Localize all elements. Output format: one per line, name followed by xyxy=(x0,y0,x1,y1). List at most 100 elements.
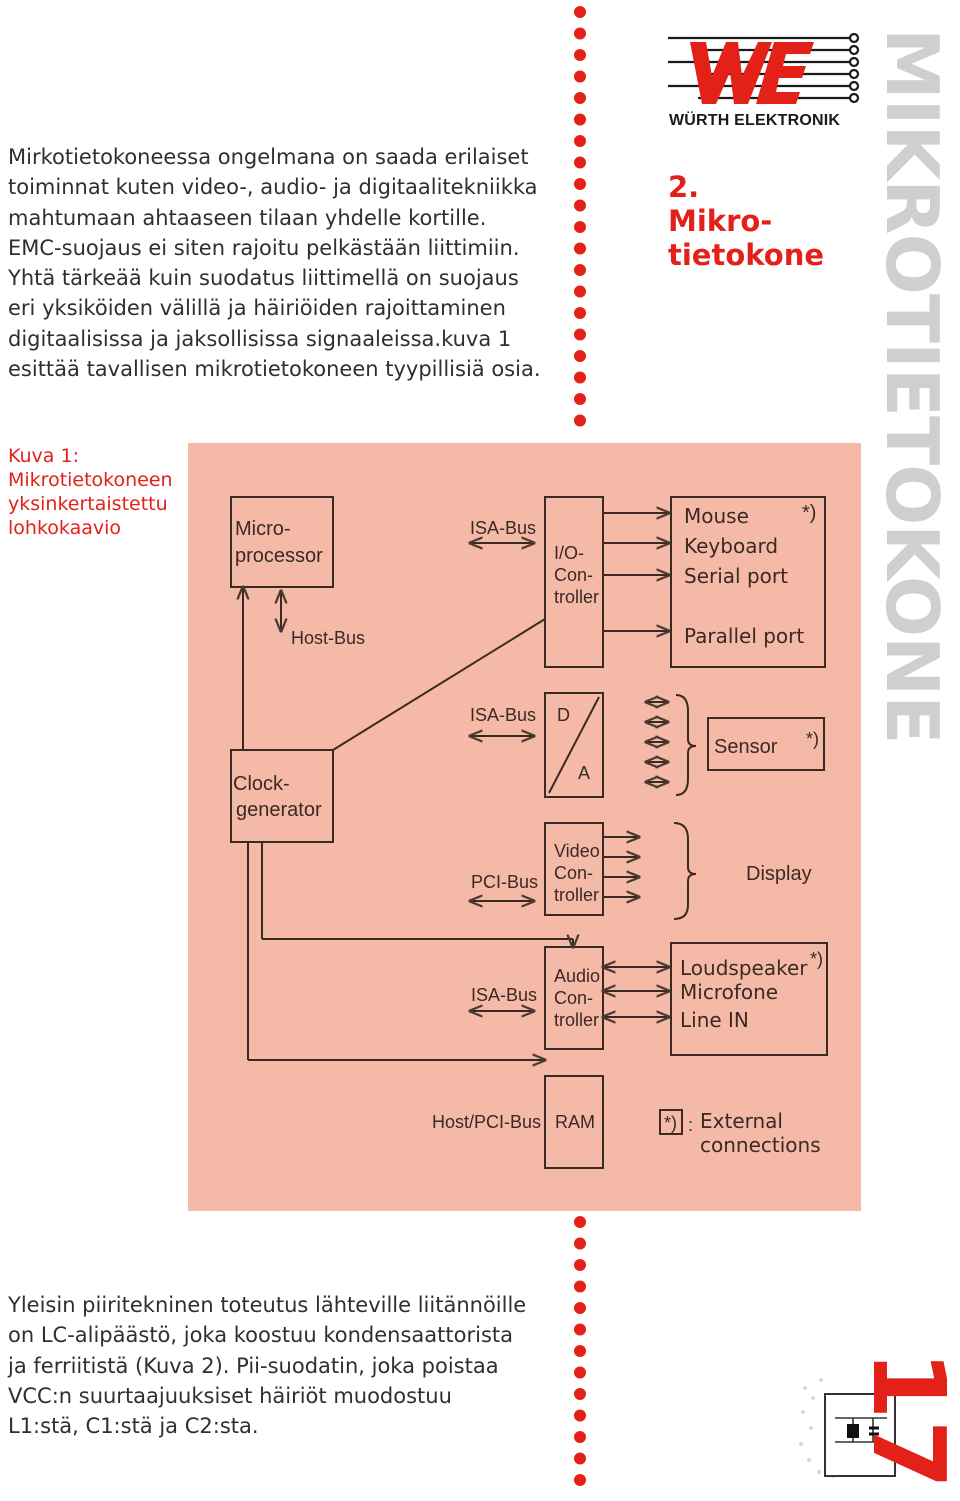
red-dot-divider xyxy=(574,6,586,1486)
divider-dot xyxy=(574,1259,586,1271)
intro-line: digitaalisissa ja jaksollisissa signaale… xyxy=(8,326,512,351)
divider-dot xyxy=(574,264,586,276)
outro-line: ja ferriitistä (Kuva 2). Pii-suodatin, j… xyxy=(8,1353,499,1378)
port-keyboard: Keyboard xyxy=(684,534,778,558)
intro-line: mahtumaan ahtaaseen tilaan yhdelle korti… xyxy=(8,205,487,230)
divider-dot xyxy=(574,1474,586,1486)
ram-block xyxy=(544,1075,604,1169)
video-label-3: troller xyxy=(554,885,599,905)
external-mark: *) xyxy=(802,502,816,524)
divider-dot xyxy=(574,393,586,405)
audio-ext-block xyxy=(670,942,828,1056)
divider-dot xyxy=(574,49,586,61)
divider-dot xyxy=(574,307,586,319)
da-d-label: D xyxy=(557,705,570,725)
intro-line: toiminnat kuten video-, audio- ja digita… xyxy=(8,175,538,200)
video-controller-block xyxy=(544,822,604,916)
clock-generator-block xyxy=(230,749,334,843)
caption-line: yksinkertaistettu xyxy=(8,493,168,515)
divider-dot xyxy=(574,1388,586,1400)
brand-name: WÜRTH ELEKTRONIK xyxy=(669,112,841,129)
divider-dot xyxy=(574,70,586,83)
isa-bus-label: ISA-Bus xyxy=(470,518,536,538)
external-mark: *) xyxy=(806,729,819,749)
microprocessor-label-2: processor xyxy=(235,545,323,567)
outro-line: VCC:n suurtaajuuksiset häiriöt muodostuu xyxy=(8,1383,452,1408)
divider-dot xyxy=(574,1431,586,1443)
divider-dot xyxy=(574,1366,586,1379)
port-mouse: Mouse xyxy=(684,504,749,528)
section-title-line: tietokone xyxy=(668,238,825,272)
divider-dot xyxy=(574,1323,586,1336)
intro-line: eri yksiköiden välillä ja häiriöiden raj… xyxy=(8,296,506,321)
intro-paragraph: Mirkotietokoneessa ongelmana on saada er… xyxy=(8,142,568,384)
legend-external: External xyxy=(700,1109,783,1133)
divider-dot xyxy=(574,6,586,18)
io-label-2: Con- xyxy=(554,565,593,585)
display-label: Display xyxy=(746,863,812,885)
section-number: 2. xyxy=(668,170,700,204)
intro-line: Mirkotietokoneessa ongelmana on saada er… xyxy=(8,145,529,169)
divider-dot xyxy=(574,242,586,255)
clock-generator-label-2: generator xyxy=(236,799,322,821)
page-number: 17 xyxy=(850,1350,960,1490)
side-title: MIKROTIETOKONE xyxy=(870,28,954,744)
port-serial: Serial port xyxy=(684,564,788,588)
legend-mark: *) xyxy=(664,1113,677,1133)
caption-line: Mikrotietokoneen xyxy=(8,469,173,491)
circuit-thumbnail-icon xyxy=(799,1378,896,1478)
section-title: 2. Mikro- tietokone xyxy=(668,170,858,272)
audio-label-1: Audio xyxy=(554,966,600,986)
audio-label-3: troller xyxy=(554,1010,599,1030)
diagram-background xyxy=(188,443,861,1211)
io-controller-block xyxy=(544,496,604,668)
intro-line: EMC-suojaus ei siten rajoitu pelkästään … xyxy=(8,235,520,260)
divider-dot xyxy=(574,221,586,233)
intro-line: esittää tavallisen mikrotietokoneen tyyp… xyxy=(8,357,541,382)
audio-ext-loudspeaker: Loudspeaker xyxy=(680,956,808,980)
section-title-line: Mikro- xyxy=(668,204,773,238)
block-diagram: Micro- processor Host-Bus Clock- generat… xyxy=(188,443,861,1211)
microprocessor-block xyxy=(230,496,334,588)
io-label-3: troller xyxy=(554,587,599,607)
audio-ext-microfone: Microfone xyxy=(680,980,778,1004)
divider-dot xyxy=(574,1345,586,1357)
audio-label-2: Con- xyxy=(554,988,593,1008)
divider-dot xyxy=(574,285,586,298)
caption-line: Kuva 1: xyxy=(8,445,79,467)
divider-dot xyxy=(574,371,586,384)
ports-block xyxy=(670,496,826,668)
divider-dot xyxy=(574,414,586,427)
legend-separator: : xyxy=(688,1115,693,1135)
outro-line: on LC-alipäästö, joka koostuu kondensaat… xyxy=(8,1323,513,1348)
clock-generator-label-1: Clock- xyxy=(233,773,290,795)
legend-connections: connections xyxy=(700,1133,821,1157)
isa-bus-label: ISA-Bus xyxy=(470,705,536,725)
divider-dot xyxy=(574,199,586,212)
divider-dot xyxy=(574,1237,586,1250)
divider-dot xyxy=(574,350,586,362)
video-label-1: Video xyxy=(554,841,600,861)
da-converter-block xyxy=(544,692,604,798)
external-mark: *) xyxy=(810,949,823,969)
divider-dot xyxy=(574,27,586,40)
divider-dot xyxy=(574,1280,586,1293)
divider-dot xyxy=(574,113,586,126)
wurth-logo-icon xyxy=(668,32,860,104)
divider-dot xyxy=(574,1302,586,1314)
divider-dot xyxy=(574,156,586,169)
divider-dot xyxy=(574,1409,586,1422)
pci-bus-label: PCI-Bus xyxy=(471,872,538,892)
audio-ext-linein: Line IN xyxy=(680,1008,749,1032)
caption-line: lohkokaavio xyxy=(8,517,121,539)
isa-bus-label: ISA-Bus xyxy=(471,985,537,1005)
port-parallel: Parallel port xyxy=(684,624,804,648)
video-label-2: Con- xyxy=(554,863,593,883)
divider-dot xyxy=(574,92,586,104)
ram-label: RAM xyxy=(555,1112,595,1132)
intro-line: Yhtä tärkeää kuin suodatus liittimellä o… xyxy=(8,266,519,291)
divider-dot xyxy=(574,135,586,147)
host-bus-label: Host-Bus xyxy=(291,628,365,648)
figure-caption: Kuva 1: Mikrotietokoneen yksinkertaistet… xyxy=(8,444,193,540)
divider-dot xyxy=(574,178,586,190)
